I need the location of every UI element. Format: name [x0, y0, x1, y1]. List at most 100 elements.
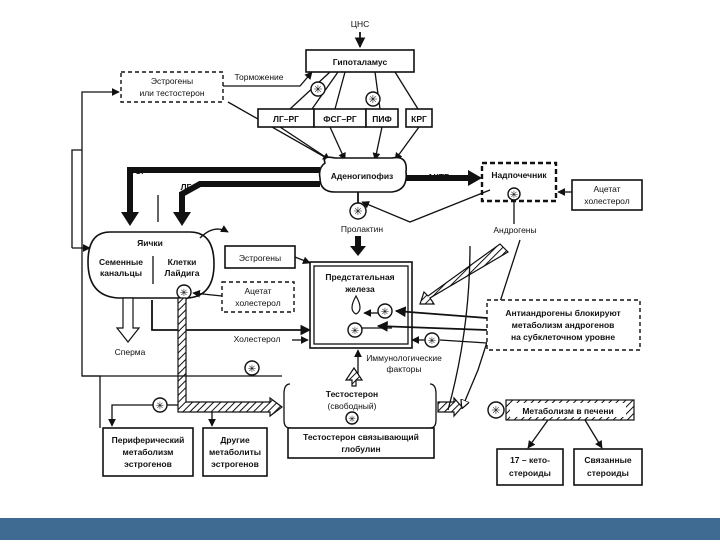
- bound-steroids-2: стероиды: [587, 468, 629, 478]
- acetate-cholesterol-testes-1: Ацетат: [244, 286, 271, 296]
- seminal-tubules-1: Семенные: [99, 257, 143, 267]
- acetate-cholesterol-adrenal-1: Ацетат: [593, 184, 620, 194]
- lh-arrowhead: [173, 212, 191, 226]
- other-metabolites-3: эстрогенов: [211, 459, 259, 469]
- fsh-arrowhead: [121, 212, 139, 226]
- asterisk-circle-icon: ✳: [345, 411, 359, 425]
- svg-text:✳: ✳: [348, 414, 356, 424]
- svg-text:✳: ✳: [248, 364, 256, 375]
- testosterone-free-1: Тестостерон: [326, 389, 378, 399]
- adenohypophysis-shape: [318, 156, 408, 193]
- acetate-cholesterol-adrenal-box: [571, 179, 643, 211]
- rh-to-pit-2: [329, 126, 346, 161]
- inhibition-line-down: [227, 101, 331, 161]
- leydig-to-prostate-line: [151, 300, 312, 336]
- rh-to-pit-1: [279, 126, 331, 161]
- antiandrogens-arrow-2: [376, 320, 488, 332]
- hypo-line-2: [334, 71, 346, 110]
- acetate-cholesterol-testes-box: [221, 281, 295, 313]
- liver-to-bound-arrow: [584, 419, 603, 449]
- prostate-inner-box: [313, 265, 409, 345]
- svg-text:✳: ✳: [510, 190, 518, 201]
- lh-rh-label: ЛГ–РГ: [273, 114, 299, 124]
- bound-steroids-1: Связанные: [584, 455, 632, 465]
- asterisk-circle-icon: ✳: [152, 397, 168, 413]
- peripheral-metabolism-3: эстрогенов: [124, 459, 172, 469]
- adenohypophysis-label: Аденогипофиз: [331, 171, 394, 181]
- lh-label: ЛГ: [181, 182, 192, 192]
- sperm-label: Сперма: [115, 347, 146, 357]
- testes-label: Яички: [137, 238, 163, 248]
- sperm-arrow: [115, 297, 141, 343]
- liver-to-ketosteroids-arrow: [527, 419, 549, 449]
- asterisk-circle-icon: ✳: [244, 360, 260, 376]
- right-sweep-curve: [447, 245, 471, 411]
- svg-text:✳: ✳: [368, 94, 377, 106]
- asterisk-circle-icon: ✳: [377, 303, 393, 319]
- testosterone-free-bracket: [283, 383, 291, 429]
- asterisk-circle-icon: ✳: [507, 187, 521, 201]
- svg-text:✳: ✳: [381, 307, 389, 318]
- to-peripheral-arrow: [108, 404, 153, 427]
- ketosteroids-box: [496, 448, 564, 486]
- testosterone-right-hatch: [437, 396, 463, 418]
- acetate-cholesterol-adrenal-2: холестерол: [584, 196, 629, 206]
- inhibition-arrow: [223, 71, 313, 87]
- svg-text:✳: ✳: [351, 326, 359, 337]
- asterisk-circle-icon: ✳: [365, 91, 381, 107]
- antiandrogens-arrow-1: [394, 306, 488, 319]
- acetate-to-leydig-arrow: [192, 289, 223, 298]
- androgens-label: Андрогены: [493, 225, 536, 235]
- other-metabolites-box: [202, 427, 268, 477]
- estrogens-label: Эстрогены: [239, 253, 281, 263]
- svg-text:✳: ✳: [428, 336, 436, 347]
- svg-text:✳: ✳: [491, 405, 500, 417]
- estrogens-testosterone-line-1: Эстрогены: [151, 76, 193, 86]
- hypothalamus-label: Гипоталамус: [333, 57, 388, 67]
- footer-bar: [0, 518, 720, 540]
- bound-steroids-box: [573, 448, 643, 486]
- asterisk-circle-icon: ✳: [424, 332, 440, 348]
- immunologic-factors-1: Иммунологические: [366, 353, 442, 363]
- binding-globulin-box: [287, 427, 435, 459]
- svg-text:✳: ✳: [180, 288, 188, 299]
- antiandrogens-line-3: на субклеточном уровне: [511, 332, 615, 342]
- cholesterol-label: Холестерол: [234, 334, 281, 344]
- testosterone-free-2: (свободный): [328, 401, 377, 411]
- antiandrogens-line-1: Антиандрогены блокируют: [505, 308, 620, 318]
- left-feedback-to-estrogens: [71, 149, 82, 248]
- droplet-icon: [351, 294, 361, 315]
- asterisk-circle-icon: ✳: [349, 202, 367, 220]
- binding-globulin-1: Тестостерон связывающий: [303, 432, 419, 442]
- estrogens-testosterone-line-2: или тестостерон: [139, 88, 204, 98]
- rh-to-pit-3: [372, 126, 383, 161]
- adrenal-label: Надпочечник: [491, 170, 547, 180]
- liver-metabolism-label-bg: [510, 403, 626, 417]
- other-metabolites-1: Другие: [220, 435, 250, 445]
- cns-label: ЦНС: [351, 19, 370, 29]
- rh-to-pit-4: [394, 126, 420, 161]
- endocrine-regulation-diagram: ЦНС Гипоталамус Эстрогены или тестостеро…: [71, 19, 643, 486]
- peripheral-metabolism-1: Периферический: [112, 435, 185, 445]
- peripheral-metabolism-box: [102, 427, 194, 477]
- acth-arrowhead: [468, 170, 482, 186]
- leydig-cells-2: Лайдига: [164, 268, 199, 278]
- peripheral-metabolism-2: метаболизм: [123, 447, 174, 457]
- antiandrogens-line-2: метаболизм андрогенов: [512, 320, 615, 330]
- binding-globulin-2: глобулин: [341, 444, 380, 454]
- inhibition-label: Торможение: [234, 72, 283, 82]
- testosterone-up-arrow: [344, 366, 364, 387]
- other-metabolites-2: метаболиты: [209, 447, 261, 457]
- svg-text:✳: ✳: [313, 84, 322, 96]
- svg-text:✳: ✳: [156, 401, 164, 412]
- adrenal-feedback-line: [361, 189, 491, 223]
- hypo-line-1: [289, 71, 331, 110]
- lh-arrow-line: [179, 181, 320, 212]
- estrogens-to-prostate-arrow: [294, 256, 311, 265]
- asterisk-circle-icon: ✳: [176, 284, 192, 300]
- asterisk-circle-icon: ✳: [310, 81, 326, 97]
- pif-label: ПИФ: [372, 114, 391, 124]
- prostate-label-2: железа: [344, 284, 375, 294]
- testosterone-hatched-path: [177, 297, 283, 418]
- svg-text:✳: ✳: [353, 206, 362, 218]
